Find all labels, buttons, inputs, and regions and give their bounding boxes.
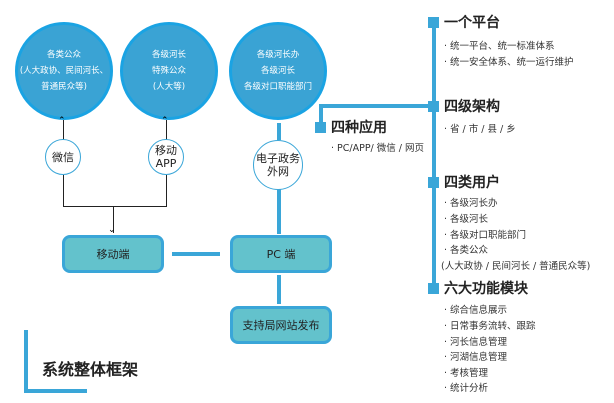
section-item: · 各类公众 [444, 245, 489, 256]
section-item: · 统计分析 [444, 383, 489, 394]
circle-text: 各级对口职能部门 [243, 82, 312, 92]
section-heading: 六大功能模块 [444, 281, 528, 297]
section-item: · 河长信息管理 [444, 337, 508, 348]
box-label: 移动端 [96, 248, 130, 261]
connector-line [277, 123, 281, 140]
section-marker [428, 177, 439, 188]
diagram-title: 系统整体框架 [42, 360, 139, 379]
circle-text: 特殊公众 [151, 66, 186, 76]
circle-text: 各级河长 [151, 50, 186, 60]
section-marker [428, 17, 439, 28]
connector-line [172, 252, 220, 256]
box-label: PC 端 [266, 248, 296, 261]
arrow-up-icon: ⌃ [58, 116, 66, 126]
connector-line [277, 275, 281, 304]
circle-text: (人大政协、民间河长、 [19, 66, 109, 76]
section-heading: 四类用户 [444, 175, 500, 191]
user-circle-offices: 各级河长办 各级河长 各级对口职能部门 [229, 22, 327, 120]
apps-item: · PC/APP/ 微信 / 网页 [331, 143, 425, 154]
mobile-client-box: 移动端 [62, 235, 164, 273]
apps-heading: 四种应用 [331, 120, 387, 136]
section-item: · 日常事务流转、跟踪 [444, 321, 536, 332]
arrow-down-icon: ⌄ [108, 225, 116, 235]
connector-line [113, 206, 114, 233]
connector-line [319, 104, 323, 126]
section-marker [315, 122, 326, 133]
section-item: · 省 / 市 / 县 / 乡 [444, 124, 516, 135]
section-marker [428, 101, 439, 112]
section-item: · 河湖信息管理 [444, 352, 508, 363]
section-item: · 各级对口职能部门 [444, 230, 527, 241]
box-label: 支持局网站发布 [242, 319, 320, 332]
timeline-line [432, 20, 436, 294]
connector-line [277, 189, 281, 234]
connector-line [63, 120, 64, 140]
section-item: · 各级河长 [444, 214, 489, 225]
circle-text: 各级河长办 [256, 50, 300, 60]
connector-line [63, 175, 64, 206]
section-item: · 综合信息展示 [444, 305, 508, 316]
arrow-up-icon: ⌃ [161, 116, 169, 126]
section-heading: 四级架构 [444, 99, 500, 115]
title-bracket [24, 389, 87, 393]
circle-text: (人大等) [152, 82, 186, 92]
connector-line [166, 120, 167, 140]
section-item: · 统一安全体系、统一运行维护 [444, 57, 574, 68]
connector-line [166, 175, 167, 206]
channel-label: 外网 [267, 165, 289, 178]
channel-label: 电子政务 [256, 152, 300, 165]
circle-text: 普通民众等) [41, 82, 87, 92]
circle-text: 各级河长 [260, 66, 295, 76]
connector-line [319, 104, 434, 108]
channel-label: 微信 [52, 150, 74, 164]
user-circle-river-chiefs: 各级河长 特殊公众 (人大等) [120, 22, 218, 120]
user-circle-public: 各类公众 (人大政协、民间河长、 普通民众等) [15, 22, 113, 120]
section-item: · 考核管理 [444, 368, 489, 379]
website-publish-box: 支持局网站发布 [230, 306, 332, 344]
pc-client-box: PC 端 [230, 235, 332, 273]
title-bracket [24, 330, 28, 393]
section-item: · 各级河长办 [444, 198, 498, 209]
channel-label: 移动 [155, 144, 177, 157]
section-item: (人大政协 / 民间河长 / 普通民众等) [441, 261, 591, 272]
section-item: · 统一平台、统一标准体系 [444, 41, 555, 52]
section-heading: 一个平台 [444, 15, 500, 31]
circle-text: 各类公众 [46, 50, 81, 60]
channel-label: APP [155, 157, 177, 170]
channel-wechat: 微信 [45, 139, 81, 175]
channel-mobile-app: 移动 APP [148, 139, 184, 175]
connector-line [63, 206, 167, 207]
channel-extranet: 电子政务 外网 [253, 140, 303, 190]
section-marker [428, 283, 439, 294]
